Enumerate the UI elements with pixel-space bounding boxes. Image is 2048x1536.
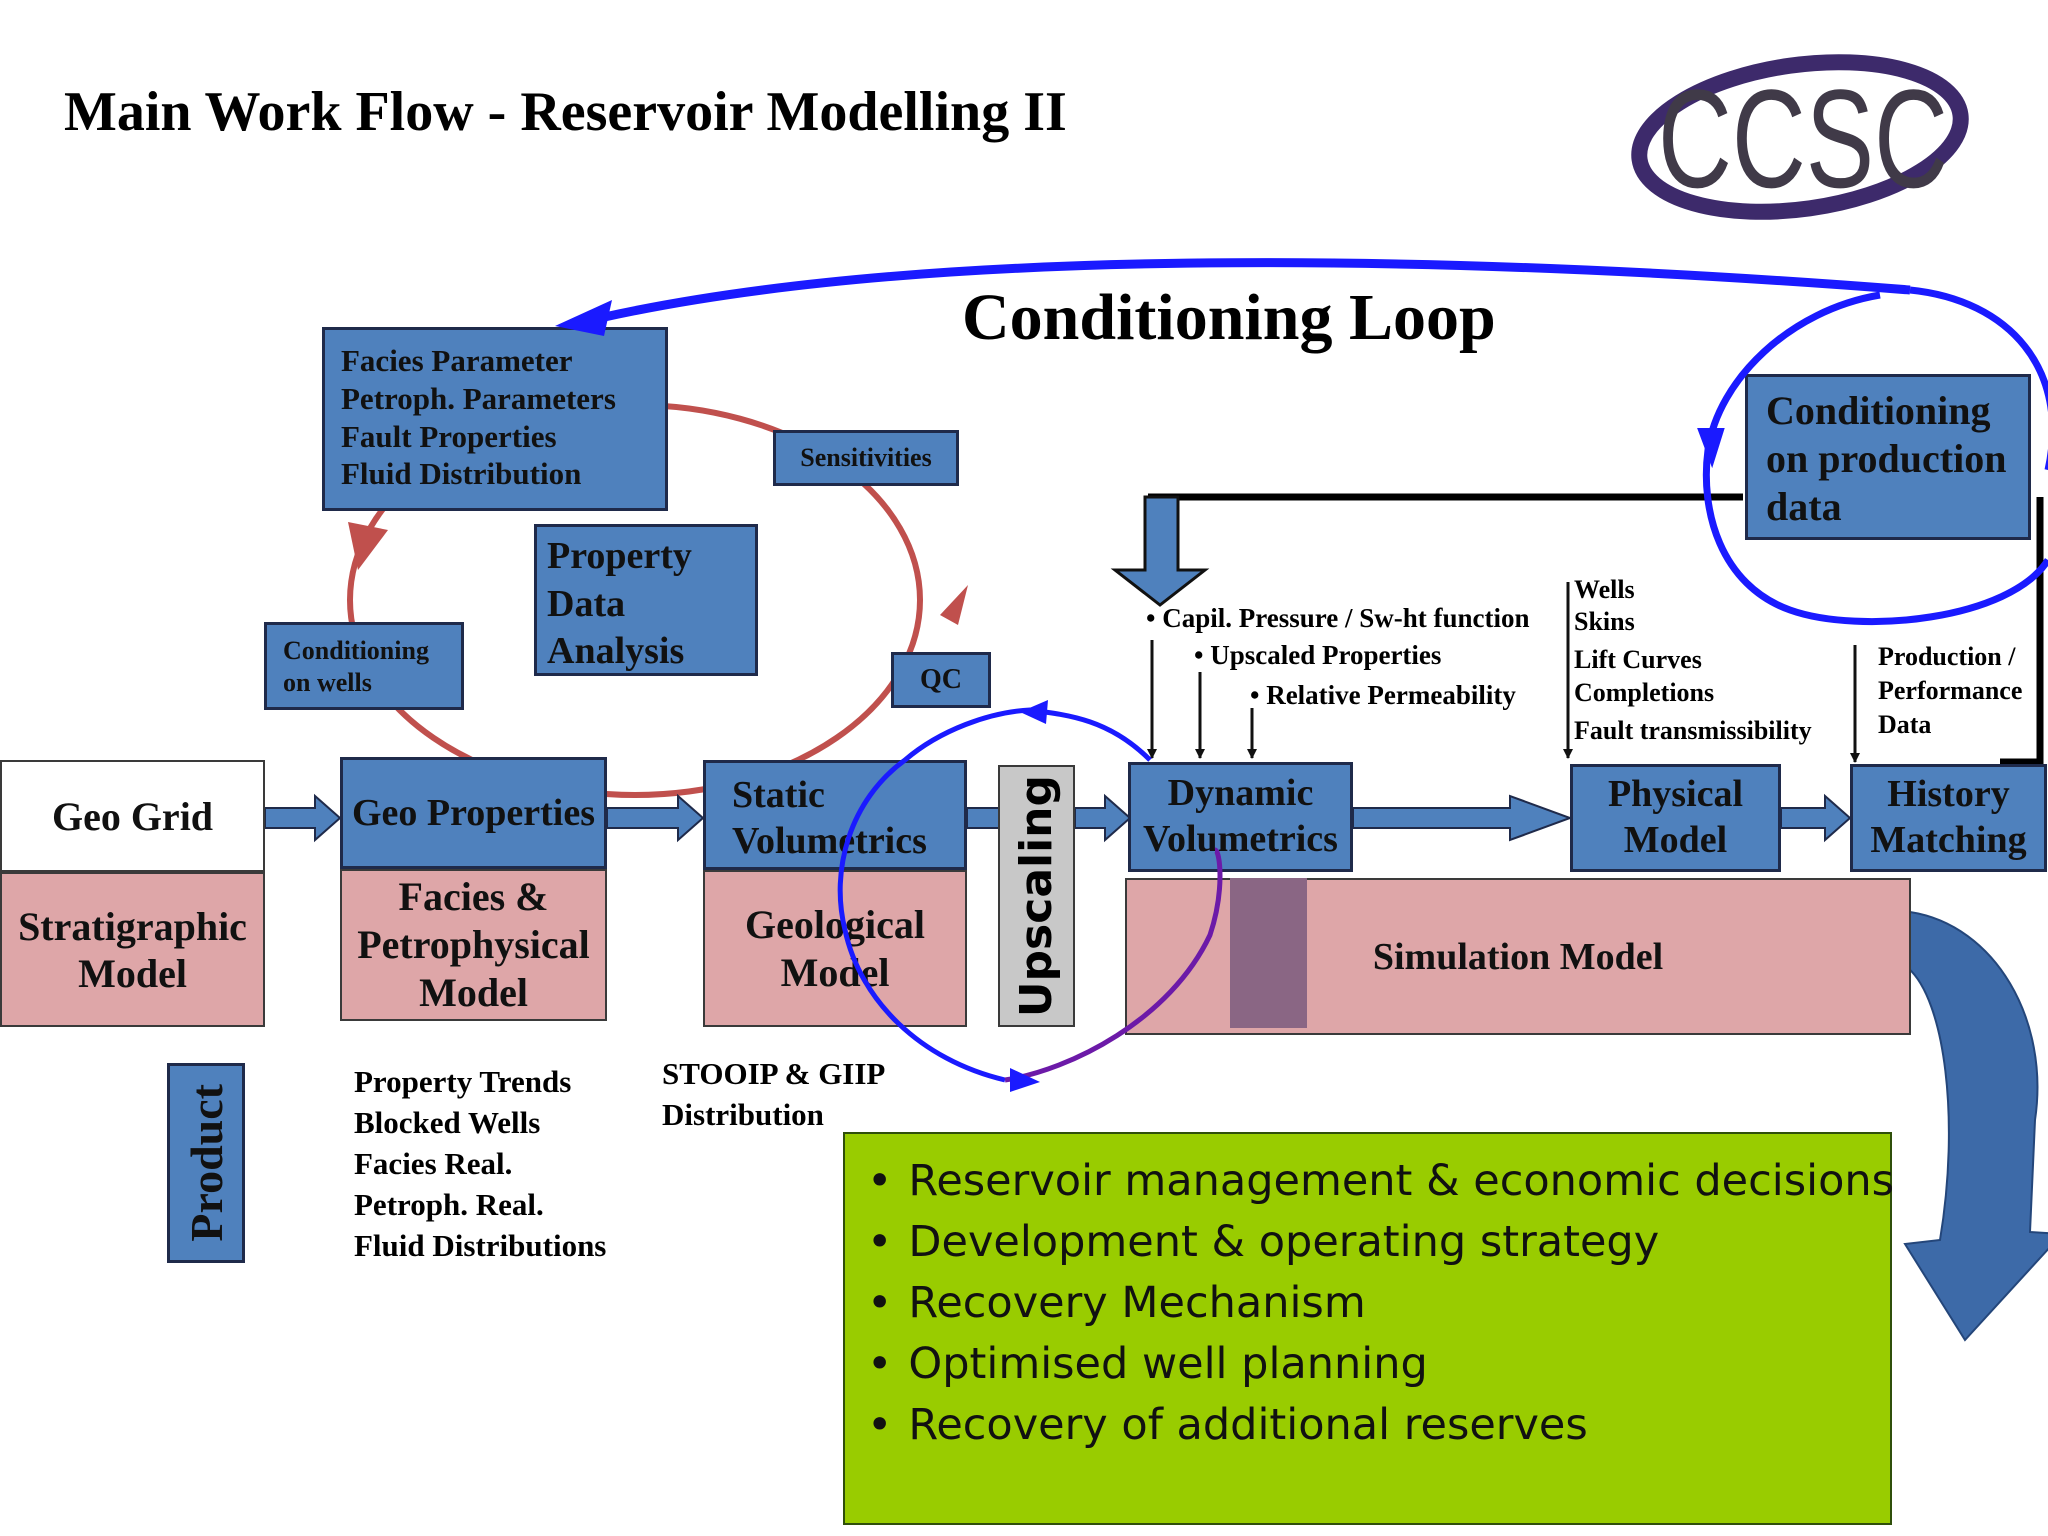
logo-text: CCSC <box>1658 60 1948 217</box>
output-fluid-distributions: Fluid Distributions <box>354 1227 607 1263</box>
facies-line2: Petrophysical <box>357 922 590 967</box>
geo-properties-box[interactable]: Geo Properties <box>340 757 607 869</box>
static-volumetrics-box[interactable]: Static Volumetrics <box>703 760 967 870</box>
upscaling-box[interactable]: Upscaling <box>998 765 1075 1027</box>
property-data-analysis-box[interactable]: Property Data Analysis <box>534 524 758 676</box>
page-title: Main Work Flow - Reservoir Modelling II <box>64 81 1067 143</box>
conditioning-production-line3: data <box>1766 484 1842 529</box>
physical-inputs-list: Wells Skins Lift Curves Completions Faul… <box>1574 574 1812 747</box>
data-label: Data <box>547 582 626 625</box>
output-property-trends: Property Trends <box>354 1064 572 1099</box>
decision-development-strategy: Development & operating strategy <box>867 1212 1868 1273</box>
decision-reservoir-management: Reservoir management & economic decision… <box>867 1151 1894 1212</box>
conditioning-production-line1: Conditioning <box>1766 388 1991 433</box>
ring-arrowhead-right <box>940 585 968 625</box>
history-line1: History <box>1887 773 2010 816</box>
conditioning-loop-title: Conditioning Loop <box>962 281 1496 354</box>
output-petroph-real: Petroph. Real. <box>354 1186 544 1222</box>
physical-input-completions: Completions <box>1574 677 1715 707</box>
conditioning-wells-box[interactable]: Conditioning on wells <box>264 622 464 710</box>
output-distribution: Distribution <box>662 1096 824 1132</box>
dynamic-input-relperm: • Relative Permeability <box>1250 680 1516 710</box>
geo-grid-box[interactable]: Geo Grid <box>0 760 265 872</box>
geological-line1: Geological <box>745 901 925 947</box>
decision-recovery-mechanism: Recovery Mechanism <box>867 1273 1868 1334</box>
arrow-physical-to-history-icon <box>1780 793 1852 843</box>
sensitivities-box[interactable]: Sensitivities <box>773 430 959 486</box>
decisions-list: Reservoir management & economic decision… <box>867 1151 1894 1456</box>
parameter-facies: Facies Parameter <box>341 343 573 378</box>
dynamic-input-capil: • Capil. Pressure / Sw-ht function <box>1146 603 1530 633</box>
history-input-production: Production / <box>1878 642 2016 671</box>
physical-input-skins: Skins <box>1574 607 1635 637</box>
dynamic-volumetrics-box[interactable]: Dynamic Volumetrics <box>1128 762 1353 872</box>
upscaling-label: Upscaling <box>1011 774 1062 1018</box>
geological-line2: Model <box>780 949 890 995</box>
geological-model-box: Geological Model <box>703 870 967 1027</box>
static-outputs: STOOIP & GIIP Distribution <box>662 1054 885 1136</box>
ring-arrowhead-left <box>348 522 388 570</box>
physical-input-wells: Wells <box>1574 575 1635 604</box>
parameter-fluid: Fluid Distribution <box>341 456 582 492</box>
dynamic-line2: Volumetrics <box>1143 818 1338 860</box>
stratigraphic-line2: Model <box>78 950 187 996</box>
history-input-performance: Performance <box>1878 675 2023 705</box>
physical-model-box[interactable]: Physical Model <box>1570 764 1781 872</box>
feedback-down-arrow-icon <box>1110 495 1210 607</box>
stratigraphic-model-box: Stratigraphic Model <box>0 872 265 1027</box>
physical-line2: Model <box>1623 819 1728 861</box>
arrow-geoprops-to-static-icon <box>606 793 705 843</box>
facies-line1: Facies & <box>398 874 549 919</box>
output-facies-real: Facies Real. <box>354 1145 513 1181</box>
product-box: Product <box>167 1063 245 1263</box>
parameters-box[interactable]: Facies Parameter Petroph. Parameters Fau… <box>322 327 668 511</box>
static-line2: Volumetrics <box>732 819 927 862</box>
logo-swoosh-icon: CCSC <box>1631 54 1969 220</box>
conditioning-production-line2: on production <box>1766 436 2007 481</box>
property-label: Property <box>547 535 692 577</box>
decisions-panel: Reservoir management & economic decision… <box>843 1132 1894 1525</box>
ccsc-logo: CCSC <box>1628 42 1973 222</box>
output-stooip: STOOIP & GIIP <box>662 1056 886 1091</box>
parameter-fault: Fault Properties <box>341 418 557 454</box>
output-blocked-wells: Blocked Wells <box>354 1104 541 1140</box>
physical-line1: Physical <box>1607 773 1744 816</box>
history-input-data: Data <box>1878 709 1932 739</box>
geo-properties-outputs: Property Trends Blocked Wells Facies Rea… <box>354 1062 606 1267</box>
decision-well-planning: Optimised well planning <box>867 1334 1868 1395</box>
history-line2: Matching <box>1870 819 2027 861</box>
decision-additional-reserves: Recovery of additional reserves <box>867 1395 1868 1456</box>
physical-input-fault: Fault transmissibility <box>1574 715 1812 745</box>
physical-input-lift: Lift Curves <box>1574 645 1702 675</box>
dynamic-line1: Dynamic <box>1167 772 1314 815</box>
output-curved-arrow-icon <box>1903 910 2048 1342</box>
dynamic-input-upscaled: • Upscaled Properties <box>1194 640 1442 670</box>
simulation-overlap-band <box>1230 878 1307 1028</box>
static-line1: Static <box>732 774 825 816</box>
history-inputs-list: Production / Performance Data <box>1878 640 2022 741</box>
analysis-label: Analysis <box>547 630 685 672</box>
parameter-petroph: Petroph. Parameters <box>341 380 616 416</box>
facies-petrophysical-model-box: Facies & Petrophysical Model <box>340 869 607 1021</box>
qc-box[interactable]: QC <box>891 652 991 708</box>
facies-line3: Model <box>419 970 528 1015</box>
conditioning-wells-line2: on wells <box>283 667 372 697</box>
history-matching-box[interactable]: History Matching <box>1850 764 2047 872</box>
arrow-dynamic-to-physical-icon <box>1352 794 1573 842</box>
conditioning-wells-line1: Conditioning <box>283 636 429 665</box>
product-label: Product <box>180 1084 232 1242</box>
stratigraphic-line1: Stratigraphic <box>18 903 247 949</box>
arrow-static-to-upscaling-icon <box>966 807 1001 829</box>
conditioning-production-box[interactable]: Conditioning on production data <box>1745 374 2031 540</box>
arrow-geogrid-to-geoprops-icon <box>264 793 342 843</box>
arrow-upscaling-to-dynamic-icon <box>1074 793 1132 843</box>
